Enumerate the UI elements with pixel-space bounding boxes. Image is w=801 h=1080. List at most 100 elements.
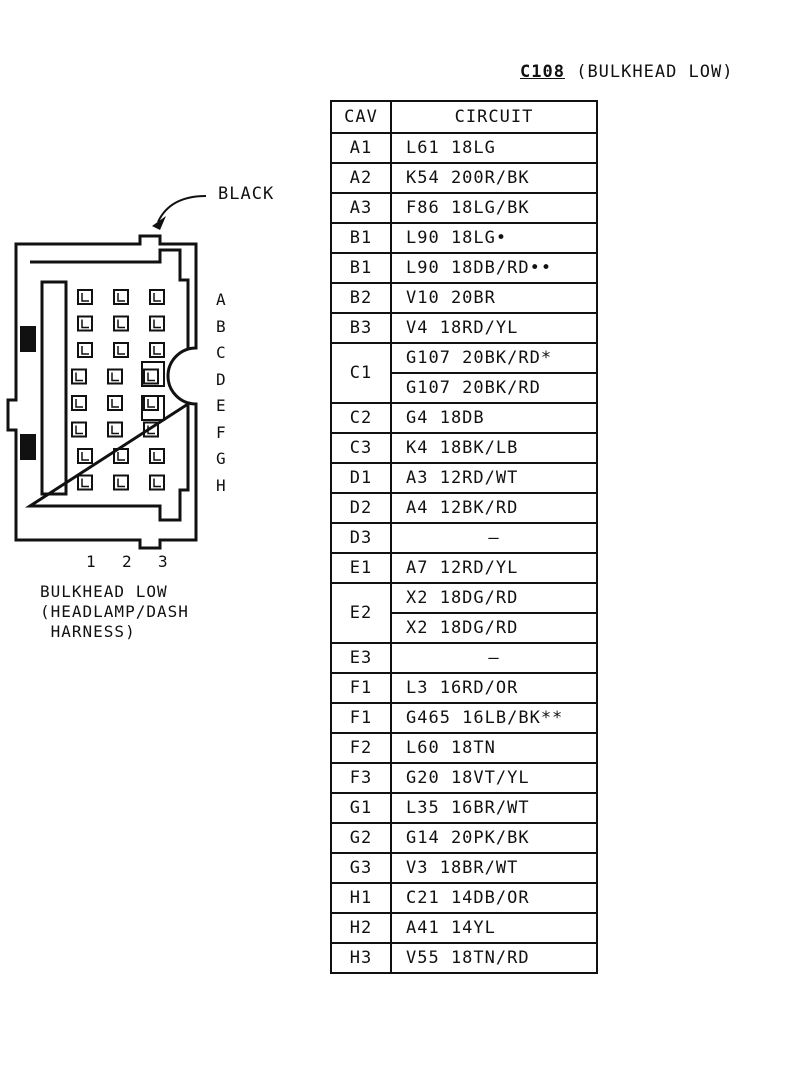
pin-cavity — [77, 448, 93, 464]
caption-line: HARNESS) — [40, 622, 136, 641]
connector-inner-notch — [141, 361, 165, 387]
pin-terminal — [117, 478, 125, 488]
connector-inner-wall — [24, 248, 190, 522]
cav-cell: C2 — [330, 402, 392, 434]
pin-cavity — [143, 421, 159, 438]
circuit-cell: G465 16LB/BK** — [390, 702, 598, 734]
connector-inner-notch-2 — [141, 395, 165, 421]
pin-cavity — [71, 395, 87, 411]
cav-cell: E3 — [330, 642, 392, 674]
pin-cavity — [149, 342, 165, 358]
pin-cavity — [71, 368, 87, 385]
circuit-cell: G14 20PK/BK — [390, 822, 598, 854]
circuit-cell: X2 18DG/RD — [390, 582, 598, 614]
column-number-label: 1 — [86, 552, 96, 571]
pin-terminal — [153, 293, 161, 302]
column-number-label: 2 — [122, 552, 132, 571]
pin-cavity — [113, 474, 129, 491]
caption-line: BULKHEAD LOW — [40, 582, 168, 601]
circuit-cell: L90 18DB/RD•• — [390, 252, 598, 284]
table-row: D3– — [330, 522, 598, 554]
pin-terminal — [75, 399, 83, 408]
pin-terminal — [111, 425, 119, 435]
circuit-cell: V10 20BR — [390, 282, 598, 314]
connector-housing — [6, 234, 198, 550]
pin-terminal — [153, 452, 161, 461]
pin-cavity — [149, 289, 165, 305]
circuit-cell: A3 12RD/WT — [390, 462, 598, 494]
pin-cavity — [149, 315, 165, 332]
circuit-cell: L35 16BR/WT — [390, 792, 598, 824]
connector-diagram — [6, 195, 207, 550]
connector-color-label: BLACK — [218, 184, 275, 204]
cav-cell: D1 — [330, 462, 392, 494]
pin-cavity — [143, 395, 159, 411]
cav-cell: A2 — [330, 162, 392, 194]
row-letter-label: C — [216, 343, 226, 362]
pin-terminal — [111, 399, 119, 408]
caption-line: (HEADLAMP/DASH — [40, 602, 189, 621]
cav-cell: G1 — [330, 792, 392, 824]
pin-cavity — [77, 289, 93, 305]
pin-cavity — [143, 368, 159, 385]
table-row: X2 18DG/RD — [331, 612, 598, 644]
circuit-cell: V55 18TN/RD — [390, 942, 598, 974]
row-letter-label: B — [216, 316, 226, 336]
circuit-cell: A4 12BK/RD — [390, 492, 598, 524]
circuit-cell: A41 14YL — [390, 912, 598, 944]
cav-cell: A1 — [330, 132, 392, 164]
pin-terminal — [81, 346, 89, 355]
pin-terminal — [147, 425, 155, 435]
pin-terminal — [147, 372, 155, 382]
circuit-cell: L61 18LG — [390, 132, 598, 164]
pin-cavity — [71, 421, 87, 438]
pin-cavity — [107, 395, 123, 411]
pin-terminal — [117, 293, 125, 302]
pin-cavity — [113, 342, 129, 358]
circuit-cell: K54 200R/BK — [390, 162, 598, 194]
arrow-head-icon — [152, 216, 166, 230]
row-letter-label: E — [216, 396, 226, 415]
connector-name: (BULKHEAD LOW) — [576, 62, 734, 82]
cav-cell: C1 — [330, 342, 392, 404]
cav-cell: B3 — [330, 312, 392, 344]
pin-terminal — [75, 425, 83, 435]
cav-cell: H3 — [330, 942, 392, 974]
circuit-cell: K4 18BK/LB — [390, 432, 598, 464]
pin-grid — [71, 289, 165, 491]
cav-cell: D3 — [330, 522, 392, 554]
pin-terminal — [117, 319, 125, 329]
table-header-row: CAV CIRCUIT — [330, 100, 598, 134]
cav-cell: F1 — [330, 702, 392, 734]
connector-key-top — [20, 326, 36, 352]
circuit-cell: – — [390, 522, 598, 554]
pin-terminal — [81, 293, 89, 302]
pin-terminal — [117, 346, 125, 355]
pin-cavity — [149, 474, 165, 491]
column-number-label: 3 — [158, 552, 168, 571]
circuit-cell: – — [390, 642, 598, 674]
circuit-column-header: CIRCUIT — [390, 100, 598, 134]
cav-cell: H1 — [330, 882, 392, 914]
pin-terminal — [81, 319, 89, 329]
cav-cell: G2 — [330, 822, 392, 854]
cav-cell: G3 — [330, 852, 392, 884]
pin-cavity — [77, 342, 93, 358]
connector-latch-rail — [40, 280, 68, 496]
circuit-cell: C21 14DB/OR — [390, 882, 598, 914]
black-leader-line — [157, 195, 207, 223]
